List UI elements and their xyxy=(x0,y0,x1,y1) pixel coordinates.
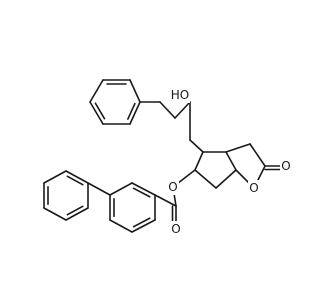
bond-p4-p5 xyxy=(43,207,67,221)
bond-ch2-ch3 xyxy=(174,101,191,119)
bond-r5-r1 xyxy=(194,151,204,171)
bond-p5-p6 xyxy=(65,207,89,221)
atom-label-oh: HO xyxy=(171,88,189,102)
atom-labels-layer: HO O O O O xyxy=(167,87,292,237)
atom-bg-oh xyxy=(170,87,190,103)
bond-p5-p6-inner xyxy=(66,205,84,216)
bond-b1-b2 xyxy=(131,182,156,196)
bond-ph1-ph2 xyxy=(89,79,104,103)
bond-b2-b3 xyxy=(109,182,133,196)
atom-bg-eo xyxy=(167,179,179,195)
bond-p1-p2-inner xyxy=(66,175,84,186)
atom-label-lo: O xyxy=(249,181,258,195)
atom-bg-eo2 xyxy=(170,221,182,237)
atom-bg-co xyxy=(280,158,292,174)
bond-ph3-ph4 xyxy=(129,79,141,103)
bond-l1-l2 xyxy=(249,143,266,167)
bond-b5-b6-inner xyxy=(132,217,151,228)
bond-r2-l1 xyxy=(225,143,251,153)
bond-b4-b5 xyxy=(109,219,133,233)
bond-ec-b1 xyxy=(154,194,177,207)
bond-p2-p3 xyxy=(43,170,67,184)
bond-r3-r4 xyxy=(215,169,237,189)
chemical-structure-diagram: HO O O O O xyxy=(43,79,292,237)
bond-ch1-ch2 xyxy=(159,101,176,119)
atom-label-eo: O xyxy=(168,180,177,194)
bond-b3-p1 xyxy=(87,182,111,196)
bond-ch4-r1 xyxy=(189,139,204,153)
bond-ph4-ph5-inner xyxy=(127,102,136,120)
bond-r2-r3 xyxy=(225,151,237,171)
atom-label-eo2: O xyxy=(171,222,180,236)
bond-ph6-ph1 xyxy=(89,101,104,125)
bond-p1-p2 xyxy=(65,170,89,184)
bonds-layer xyxy=(43,79,287,233)
atom-bg-lo xyxy=(248,180,260,196)
atom-label-co: O xyxy=(281,159,290,173)
bond-b1-b2-inner xyxy=(132,187,151,198)
bond-r4-r5 xyxy=(194,169,217,189)
bond-b5-b6 xyxy=(131,219,156,233)
bond-ph4-ph5 xyxy=(129,101,141,125)
bond-ph6-ph1-inner xyxy=(94,102,106,120)
